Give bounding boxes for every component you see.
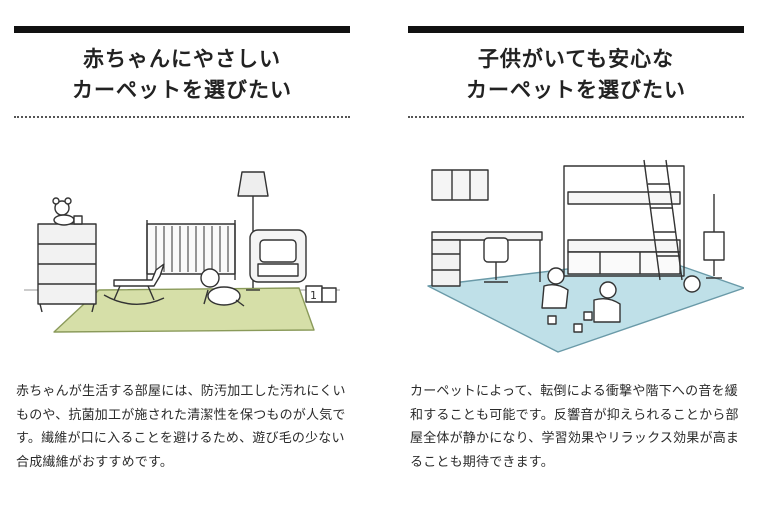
toy-block [547,315,557,325]
floor-lamp [237,171,269,197]
dotted-divider [14,116,350,118]
bunk-ladder [643,159,661,281]
section-body-text: 赤ちゃんが生活する部屋には、防汚加工した汚れにくいものや、抗菌加工が施された清潔… [16,384,346,470]
section-heading: 子供がいても安心な カーペットを選びたい [408,44,744,106]
section-top-bar [408,26,744,33]
svg-text:1: 1 [310,289,317,302]
section-top-bar [14,26,350,33]
child-figure [599,281,617,299]
heading-line-2: カーペットを選びたい [72,78,292,102]
dotted-divider [408,116,744,118]
bunk-bed [563,165,685,277]
section-heading: 赤ちゃんにやさしい カーペットを選びたい [14,44,350,106]
section-body-text: カーペットによって、転倒による衝撃や階下への音を緩和することも可能です。反響音が… [410,384,740,470]
heading-line-2: カーペットを選びたい [466,78,686,102]
wall-shelf [431,169,489,201]
soccer-ball [683,275,701,293]
section-kids-carpet: 子供がいても安心な カーペットを選びたい [408,0,744,520]
child-figure [547,267,565,285]
section-baby-carpet: 赤ちゃんにやさしい カーペットを選びたい [14,0,350,520]
crawling-baby [200,268,220,288]
heading-line-1: 赤ちゃんにやさしい [83,47,281,71]
rocking-horse [103,294,165,306]
desk-chair [483,237,509,263]
kids-room-illustration [427,159,744,353]
heading-line-1: 子供がいても安心な [477,47,675,71]
baby-room-illustration: 1 [24,171,340,333]
